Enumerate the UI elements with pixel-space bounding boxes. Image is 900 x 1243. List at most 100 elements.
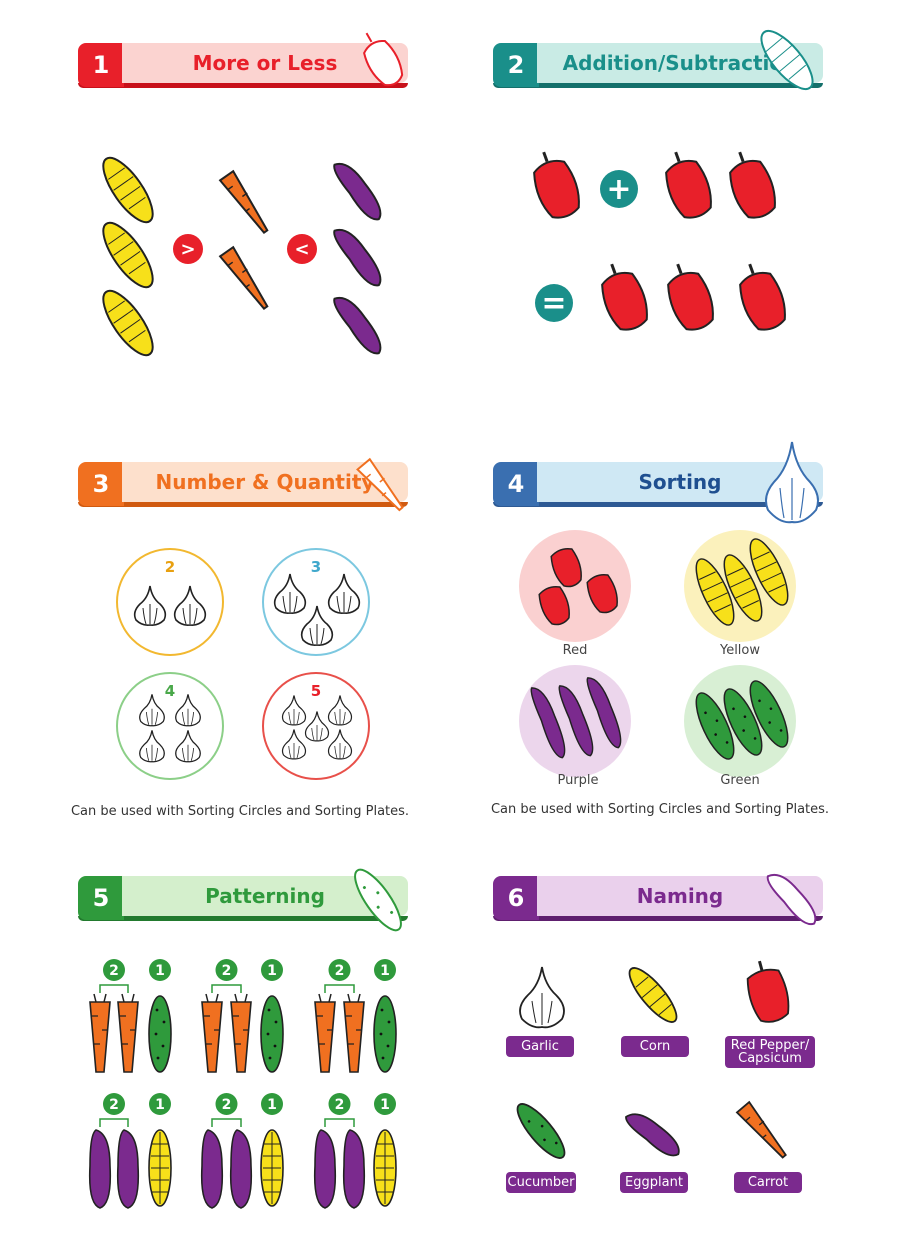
count-label: 4 (164, 682, 176, 700)
name-tag-garlic: Garlic (506, 1036, 574, 1057)
red-pepper-icon (739, 263, 786, 331)
group-bracket (324, 984, 355, 993)
carrot-outline-icon (356, 457, 404, 512)
eggplant-icon (116, 1129, 140, 1209)
sort-label-red: Red (562, 643, 588, 658)
carrot-icon (735, 1100, 787, 1159)
svg-text:2: 2 (222, 963, 232, 979)
cucumber-icon (260, 995, 284, 1073)
svg-text:1: 1 (267, 963, 277, 979)
cucumber-icon (516, 1103, 566, 1159)
count-label: 2 (164, 558, 176, 576)
count-label: 3 (310, 558, 322, 576)
pattern-count-badge: 2 (215, 1093, 238, 1115)
red-pepper-icon (729, 151, 776, 219)
pattern-count-badge: 1 (149, 1093, 171, 1115)
name-tag-corn: Corn (621, 1036, 689, 1057)
red-pepper-icon (667, 263, 714, 331)
corn-icon (148, 1129, 172, 1207)
garlic-outline-icon (765, 441, 819, 524)
svg-text:2: 2 (109, 963, 119, 979)
pattern-count-badge: 2 (328, 1093, 351, 1115)
name-tag-eggplant: Eggplant (620, 1172, 688, 1193)
carrot-icon (89, 993, 111, 1073)
red-pepper-icon (538, 585, 570, 626)
svg-text:1: 1 (155, 963, 165, 979)
eggplant-icon (625, 1113, 680, 1157)
corn-icon (260, 1129, 284, 1207)
red-pepper-icon (533, 151, 580, 219)
pattern-count-badge: 1 (261, 1093, 283, 1115)
name-tag-cucumber: Cucumber (506, 1172, 576, 1193)
name-tag-carrot: Carrot (734, 1172, 802, 1193)
red-pepper-icon (746, 960, 790, 1023)
svg-text:1: 1 (155, 1097, 165, 1113)
carrot-icon (218, 245, 269, 310)
eggplant-icon (88, 1129, 112, 1209)
carrot-icon (201, 993, 223, 1073)
count-label: 5 (310, 682, 322, 700)
plus-symbol: + (600, 170, 638, 208)
quantity-caption: Can be used with Sorting Circles and Sor… (70, 804, 410, 819)
sort-label-purple: Purple (557, 773, 599, 788)
header-underline (78, 502, 408, 507)
corn-outline-icon (760, 29, 814, 91)
cucumber-icon (723, 688, 763, 756)
eggplant-icon (200, 1129, 224, 1209)
group-bracket (211, 984, 242, 993)
header-underline (493, 83, 823, 88)
svg-text:2: 2 (335, 1097, 345, 1113)
cucumber-icon (148, 995, 172, 1073)
pattern-count-badge: 1 (261, 959, 283, 981)
less-than-symbol: < (287, 234, 317, 264)
svg-text:1: 1 (380, 963, 390, 979)
section-6-header: 6 Naming (493, 876, 823, 922)
pepper-outline-icon (363, 32, 404, 87)
red-pepper-icon (586, 573, 618, 614)
count-circle-5 (262, 672, 370, 780)
svg-text:2: 2 (109, 1097, 119, 1113)
svg-text:1: 1 (267, 1097, 277, 1113)
sort-label-yellow: Yellow (719, 643, 761, 658)
pattern-count-badge: 2 (328, 959, 351, 981)
section-number: 4 (493, 462, 539, 506)
red-pepper-icon (665, 151, 712, 219)
sort-label-green: Green (720, 773, 760, 788)
section-number: 1 (78, 43, 124, 87)
eggplant-icon (586, 677, 622, 749)
pattern-count-badge: 2 (215, 959, 238, 981)
carrot-icon (314, 993, 336, 1073)
count-circle-2 (116, 548, 224, 656)
pattern-count-badge: 2 (103, 1093, 125, 1115)
section-1-header: 1 More or Less (78, 43, 408, 89)
header-underline (493, 502, 823, 507)
group-bracket (99, 1118, 129, 1127)
carrot-icon (117, 993, 139, 1073)
eggplant-icon (558, 685, 594, 757)
greater-than-symbol: > (173, 234, 203, 264)
cucumber-icon (373, 995, 397, 1073)
carrot-icon (218, 169, 269, 234)
group-bracket (324, 1118, 355, 1127)
corn-icon (749, 538, 789, 606)
carrot-icon (230, 993, 252, 1073)
eggplant-icon (530, 687, 566, 759)
section-3-header: 3 Number & Quantity (78, 462, 408, 508)
eggplant-icon (229, 1129, 253, 1209)
eggplant-icon (342, 1129, 366, 1209)
eggplant-outline-icon (766, 873, 817, 926)
corn-icon (102, 221, 154, 289)
red-pepper-icon (601, 263, 648, 331)
section-title: Naming (537, 876, 823, 916)
section-number: 3 (78, 462, 124, 506)
eggplant-icon (333, 296, 382, 355)
group-bracket (99, 984, 129, 993)
group-bracket (211, 1118, 242, 1127)
cucumber-icon (749, 680, 789, 748)
header-underline (78, 916, 408, 921)
section-number: 5 (78, 876, 124, 920)
carrot-icon (343, 993, 365, 1073)
section-title: More or Less (122, 43, 408, 83)
pattern-count-badge: 2 (103, 959, 125, 981)
count-circle-3 (262, 548, 370, 656)
